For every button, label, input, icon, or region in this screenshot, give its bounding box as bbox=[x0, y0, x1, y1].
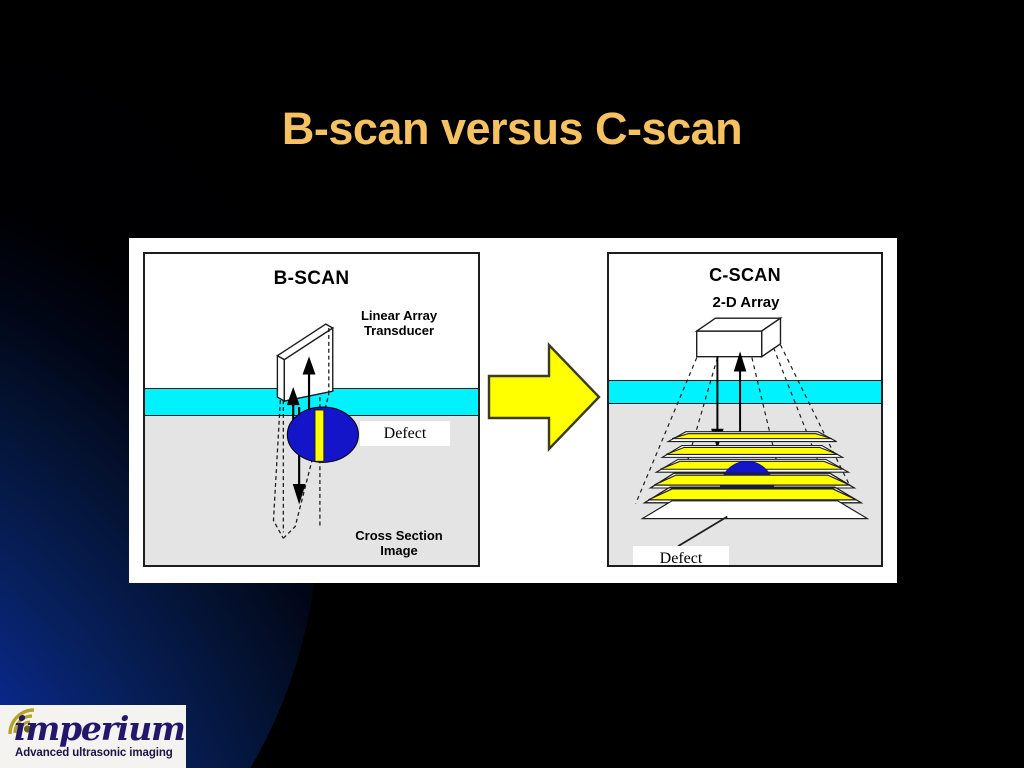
linear-array-transducer-icon bbox=[276, 323, 335, 403]
transition-arrow-container bbox=[487, 342, 601, 452]
defect-indication-b bbox=[286, 406, 359, 463]
panel-c-title: C-SCAN bbox=[709, 265, 781, 285]
two-d-array-transducer-icon bbox=[694, 316, 783, 358]
panel-b-scan: B-SCAN bbox=[143, 252, 480, 567]
defect-leader-line bbox=[677, 515, 728, 548]
logo-wordmark: imperium bbox=[14, 709, 186, 748]
panel-b-title: B-SCAN bbox=[273, 268, 350, 289]
page-title: B-scan versus C-scan bbox=[281, 103, 743, 154]
cross-section-label: Cross Section Image bbox=[355, 528, 443, 559]
slice-plane-fill bbox=[654, 474, 850, 486]
coupling-layer-c bbox=[609, 380, 881, 404]
two-d-array-label: 2-D Array bbox=[712, 294, 780, 311]
sound-wave-icon bbox=[8, 708, 35, 735]
slice-plane bbox=[648, 472, 857, 489]
b-scan-drawing bbox=[272, 323, 359, 539]
c-scan-drawing bbox=[635, 316, 870, 548]
beam-envelope-c bbox=[635, 344, 850, 505]
slice-plane-fill bbox=[671, 433, 832, 440]
figure-container: B-SCAN bbox=[129, 238, 897, 583]
c-scan-slices-front bbox=[640, 472, 870, 520]
slice-plane bbox=[640, 500, 870, 520]
slice-plane-fill bbox=[648, 488, 857, 501]
slice-plane-fill bbox=[665, 446, 838, 455]
right-arrow-icon bbox=[487, 342, 601, 452]
defect-label-b: Defect bbox=[360, 421, 450, 446]
logo-tagline: Advanced ultrasonic imaging bbox=[15, 747, 173, 759]
imperium-logo: imperium Advanced ultrasonic imaging bbox=[0, 705, 186, 768]
defect-label-c: Defect bbox=[633, 546, 729, 565]
panel-c-scan: C-SCAN 2-D Array bbox=[607, 252, 883, 567]
linear-array-label: Linear Array Transducer bbox=[360, 308, 438, 339]
